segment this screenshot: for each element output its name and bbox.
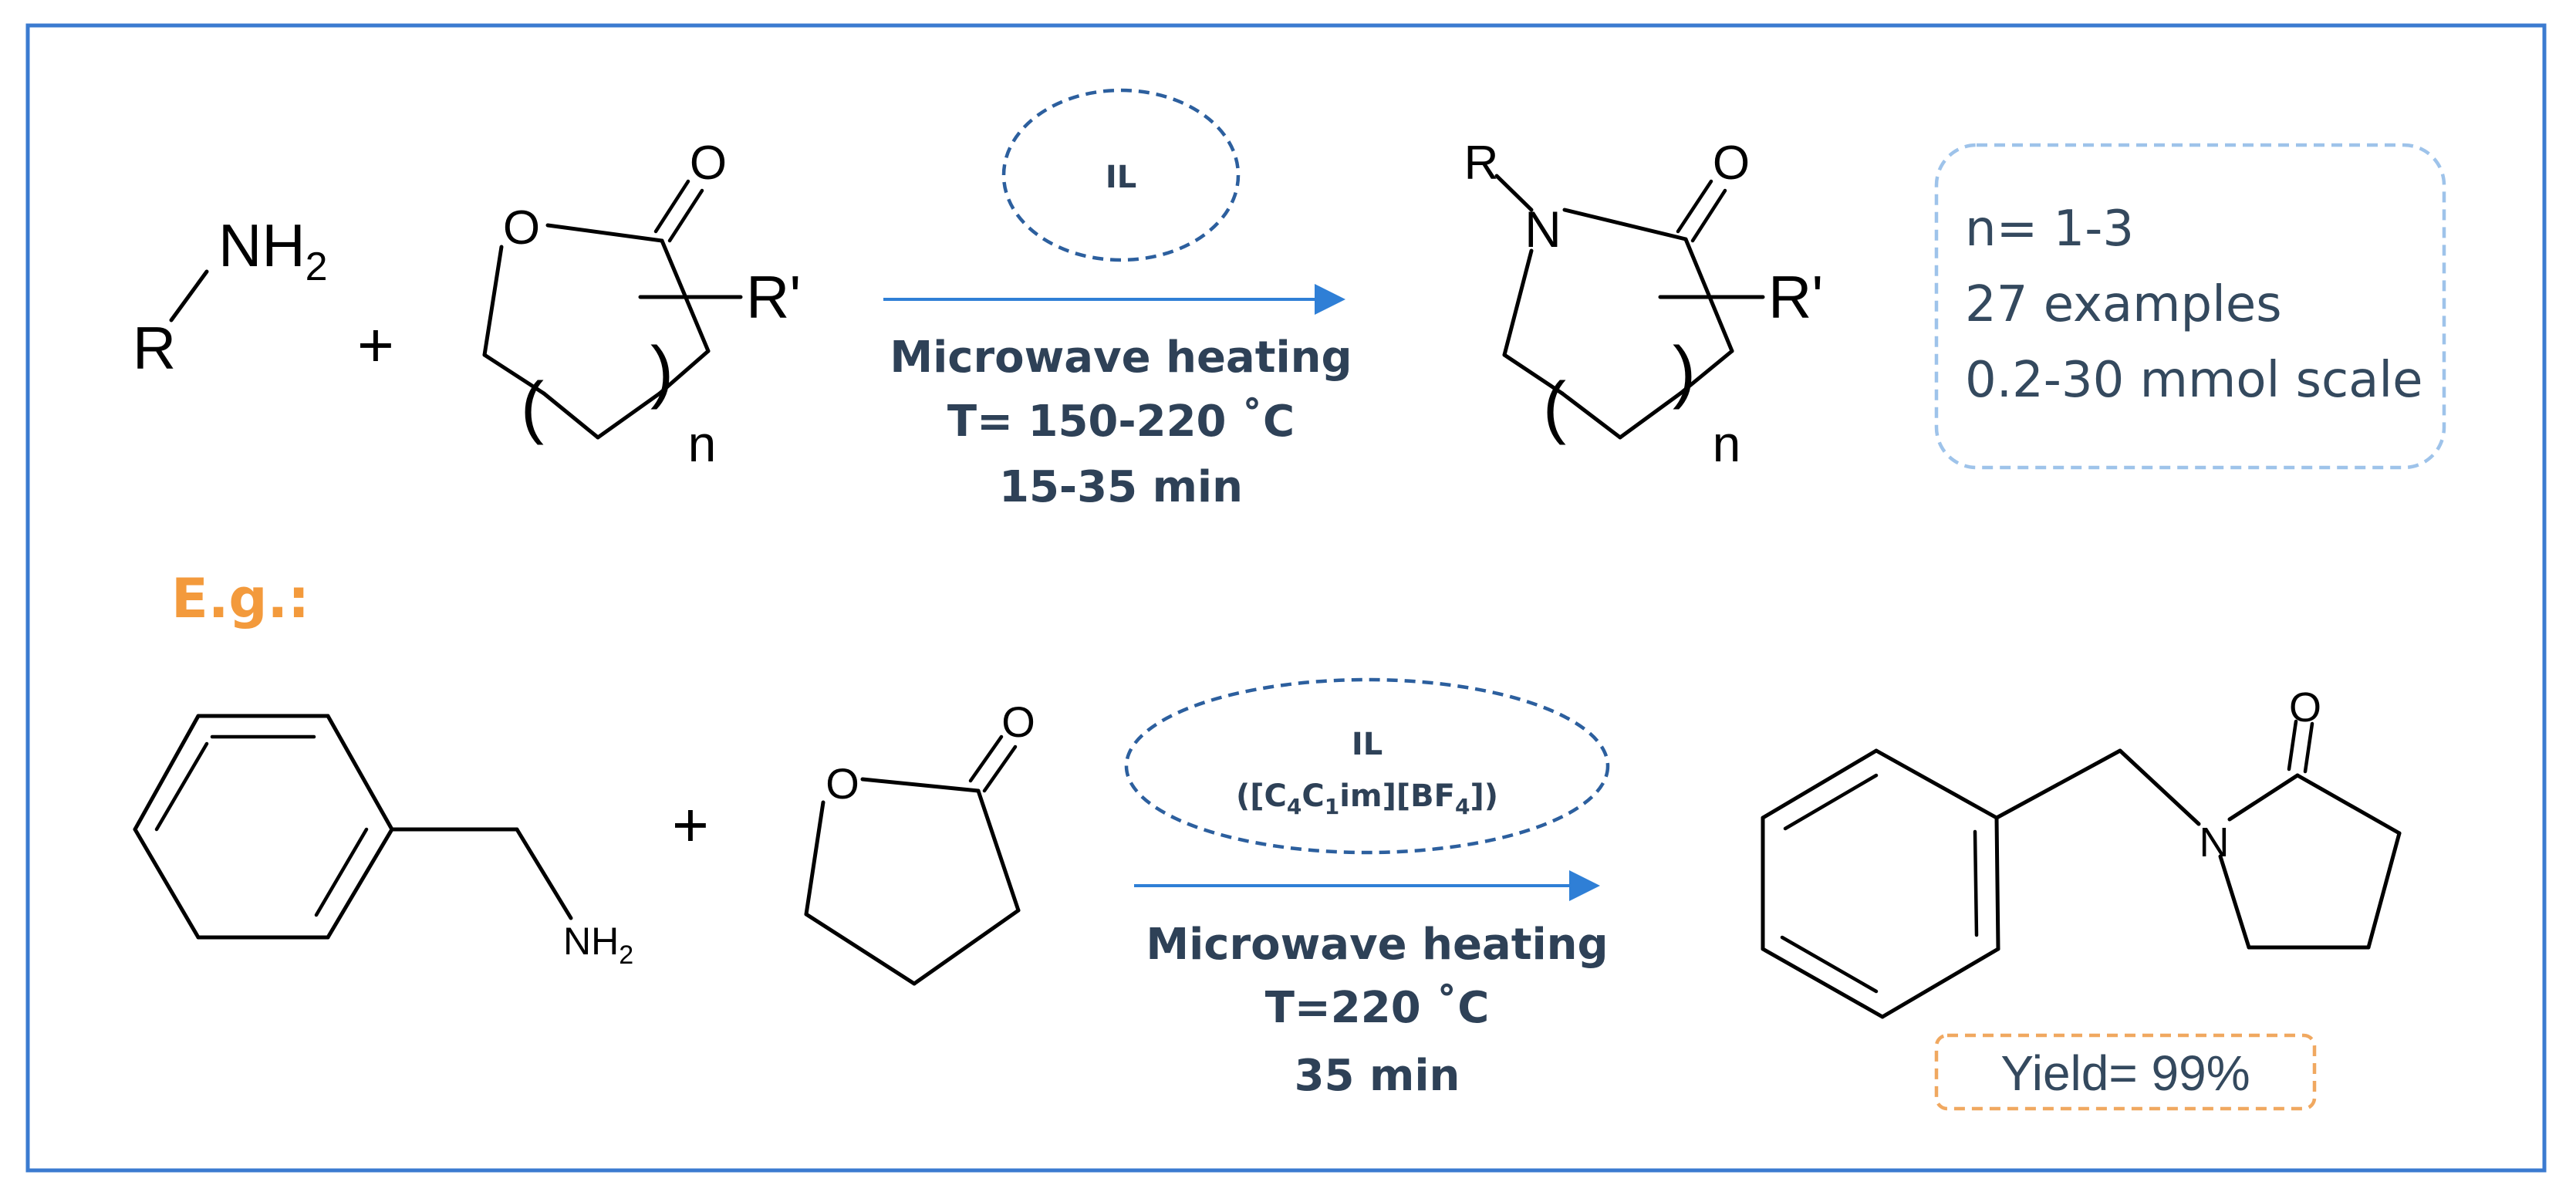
- product-substituent: R': [1768, 263, 1823, 331]
- amine-r-label: R: [133, 314, 176, 382]
- example-conditions-heating: Microwave heating: [1146, 920, 1608, 970]
- product-example-oxygen: O: [2289, 684, 2321, 731]
- scope-box: n= 1-3 27 examples 0.2-30 mmol scale: [1934, 143, 2446, 470]
- lactone-paren-right: ): [650, 333, 674, 410]
- product-r-label: R: [1464, 137, 1499, 190]
- il-label: IL: [1106, 160, 1136, 195]
- butyrolactone-ring-oxygen: O: [825, 759, 859, 808]
- general-amine: R NH2: [133, 211, 328, 382]
- general-conditions: IL Microwave heating T= 150-220 ˚C 15-35…: [883, 88, 1352, 512]
- product-example-nitrogen: N: [2200, 819, 2230, 866]
- example-conditions-time: 35 min: [1295, 1051, 1460, 1101]
- product-carbonyl-oxygen: O: [1713, 137, 1750, 190]
- example-conditions: IL ([C4C1im][BF4]) Microwave heating T=2…: [1124, 677, 1610, 1101]
- general-product: R N O R' ( ) n: [1464, 137, 1824, 472]
- scope-examples: 27 examples: [1965, 276, 2282, 333]
- outer-frame: [25, 23, 2547, 1173]
- butyrolactone: O O: [804, 697, 1035, 986]
- general-lactone: O O R' ( ) n: [482, 137, 801, 472]
- conditions-temperature: T= 150-220 ˚C: [947, 397, 1295, 447]
- butyrolactone-carbonyl-oxygen: O: [1001, 697, 1035, 746]
- general-reaction: R NH2 + O O R' ( ) n IL M: [133, 88, 2446, 512]
- example-reaction: NH2 + O O IL ([C4C1im][BF4]) Microwave h…: [133, 677, 2402, 1111]
- product-paren-right: ): [1673, 333, 1696, 410]
- il-example-label: IL: [1352, 727, 1383, 762]
- benzylpyrrolidone: N O: [1761, 684, 2402, 1019]
- benzylamine-nh2-label: NH2: [563, 920, 633, 970]
- yield-value: Yield= 99%: [2000, 1045, 2250, 1101]
- lactone-ring-oxygen: O: [503, 201, 540, 255]
- example-conditions-temperature: T=220 ˚C: [1265, 983, 1490, 1033]
- example-plus-sign: +: [672, 790, 709, 860]
- il-example-ellipse: [1124, 677, 1610, 855]
- plus-sign: +: [357, 310, 394, 380]
- yield-box: Yield= 99%: [1934, 1033, 2317, 1111]
- il-example-formula: ([C4C1im][BF4]): [1236, 778, 1498, 819]
- scope-scale: 0.2-30 mmol scale: [1965, 352, 2423, 409]
- product-paren-left: (: [1543, 369, 1566, 446]
- lactone-paren-left: (: [521, 369, 544, 446]
- il-ellipse: [1001, 88, 1241, 262]
- product-nitrogen: N: [1524, 201, 1561, 258]
- scope-n-range: n= 1-3: [1965, 201, 2134, 258]
- conditions-heating: Microwave heating: [890, 333, 1352, 383]
- lactone-substituent: R': [746, 263, 801, 331]
- lactone-carbonyl-oxygen: O: [690, 137, 727, 190]
- benzylamine: NH2: [133, 714, 633, 970]
- example-heading: E.g.:: [171, 567, 309, 630]
- product-n-index: n: [1713, 415, 1741, 472]
- lactone-n-index: n: [688, 415, 717, 472]
- amine-nh2-label: NH2: [218, 211, 328, 289]
- conditions-time: 15-35 min: [999, 462, 1243, 512]
